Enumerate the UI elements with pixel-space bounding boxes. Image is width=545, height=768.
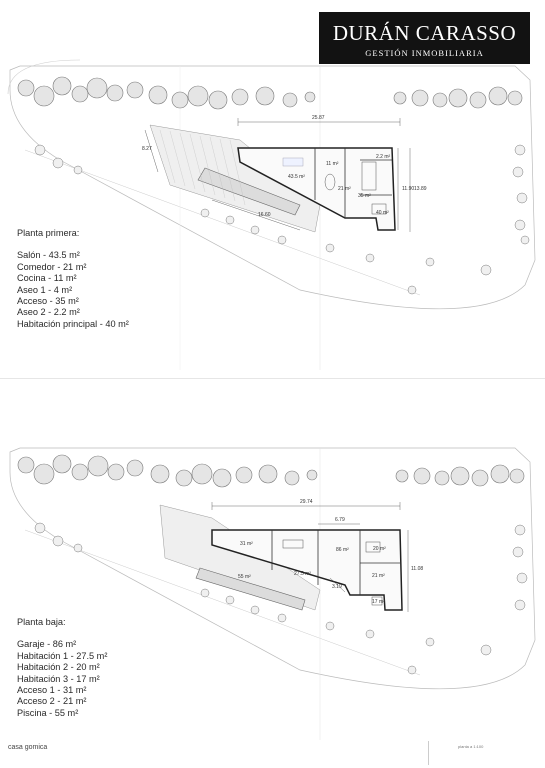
upper-floor-legend: Planta primera: Salón - 43.5 m² Comedor … <box>17 228 129 330</box>
dim-small: 3.19 <box>332 584 342 590</box>
footer-scale: planta a 1:100 <box>458 744 484 749</box>
bed <box>371 203 387 215</box>
room-label: 35 m² <box>358 193 371 199</box>
legend-item: Acceso - 35 m² <box>17 296 79 307</box>
legend-item: Cocina - 11 m² <box>17 273 77 284</box>
legend-item: Piscina - 55 m² <box>17 707 79 718</box>
room-label: 2.2 m² <box>376 154 391 160</box>
lower-floor-legend: Planta baja: Garaje - 86 m² Habitación 1… <box>17 617 107 719</box>
legend-item: Habitación 1 - 27.5 m² <box>17 650 108 661</box>
upper-site-drawing: 25.87 8.27 11.90 13.89 16.60 43.5 m² 11 … <box>7 59 536 370</box>
tree-scatter <box>34 522 528 675</box>
brand-logo: DURÁN CARASSO GESTIÓN INMOBILIARIA <box>319 12 530 64</box>
road-line <box>24 149 421 296</box>
dining-table <box>324 173 336 191</box>
room-label: 86 m² <box>336 547 349 553</box>
car <box>282 539 304 549</box>
legend-item: Aseo 2 - 2.2 m² <box>17 307 80 318</box>
tree-row-top <box>17 454 525 488</box>
tree-scatter <box>34 144 530 295</box>
room-label: 27.5 m² <box>294 571 311 577</box>
footer-divider <box>428 741 429 765</box>
terrace-area <box>159 504 321 611</box>
stairs <box>361 161 377 191</box>
room-label: 31 m² <box>240 541 253 547</box>
lower-site-drawing: 29.74 6.79 11.08 3.19 31 m² 86 m² 20 m² … <box>9 447 536 740</box>
dim-right-1: 11.90 <box>402 186 414 192</box>
sofa <box>282 157 304 167</box>
site-boundary <box>9 65 536 310</box>
legend-item: Aseo 1 - 4 m² <box>17 284 73 295</box>
room-label: 21 m² <box>372 573 385 579</box>
footer-brand: casa gomica <box>8 744 47 751</box>
dim-right-2: 13.89 <box>414 186 427 192</box>
dim-pool: 16.60 <box>258 212 271 218</box>
room-label: 21 m² <box>338 186 351 192</box>
room-label: 55 m² <box>238 574 251 580</box>
room-label: 11 m² <box>326 161 339 167</box>
room-label: 17 m² <box>372 599 385 605</box>
footer-brand-text: casa gomica <box>8 744 48 751</box>
lower-building-outline <box>211 529 403 611</box>
upper-floor-plan: 25.87 8.27 11.90 13.89 16.60 43.5 m² 11 … <box>0 0 545 370</box>
bed <box>365 541 381 553</box>
brand-title: DURÁN CARASSO <box>332 21 517 45</box>
pool <box>197 167 301 216</box>
legend-item: Comedor - 21 m² <box>17 261 87 272</box>
road-line <box>24 529 421 676</box>
dim-top: 25.87 <box>312 115 325 121</box>
dim-top: 29.74 <box>300 499 313 505</box>
terrace-hatch <box>159 129 246 206</box>
upper-building-outline <box>237 147 396 231</box>
legend-item: Garaje - 86 m² <box>17 639 77 650</box>
tree-row-top <box>17 76 523 110</box>
legend-item: Salón - 43.5 m² <box>17 250 80 261</box>
room-label: 43.5 m² <box>288 174 305 180</box>
plan-divider <box>0 378 545 379</box>
site-curve <box>7 59 81 95</box>
dimension-lines <box>211 502 409 612</box>
site-boundary <box>9 447 536 690</box>
dim-right: 11.08 <box>411 566 423 572</box>
bed <box>371 596 383 606</box>
room-label: 40 m² <box>376 210 389 216</box>
room-label: 20 m² <box>373 546 386 552</box>
dim-left: 8.27 <box>142 146 152 152</box>
dimension-lines <box>144 118 411 232</box>
legend-item: Habitación principal - 40 m² <box>17 318 129 329</box>
legend-heading: Planta baja: <box>17 617 66 627</box>
legend-item: Habitación 3 - 17 m² <box>17 673 100 684</box>
legend-item: Acceso 2 - 21 m² <box>17 696 87 707</box>
lower-floor-plan: 29.74 6.79 11.08 3.19 31 m² 86 m² 20 m² … <box>0 420 545 740</box>
dim-mid: 6.79 <box>335 517 345 523</box>
pool <box>195 567 306 611</box>
legend-heading: Planta primera: <box>17 228 80 238</box>
legend-item: Habitación 2 - 20 m² <box>17 662 100 673</box>
brand-subtitle: GESTIÓN INMOBILIARIA <box>365 48 484 58</box>
legend-item: Acceso 1 - 31 m² <box>17 685 87 696</box>
